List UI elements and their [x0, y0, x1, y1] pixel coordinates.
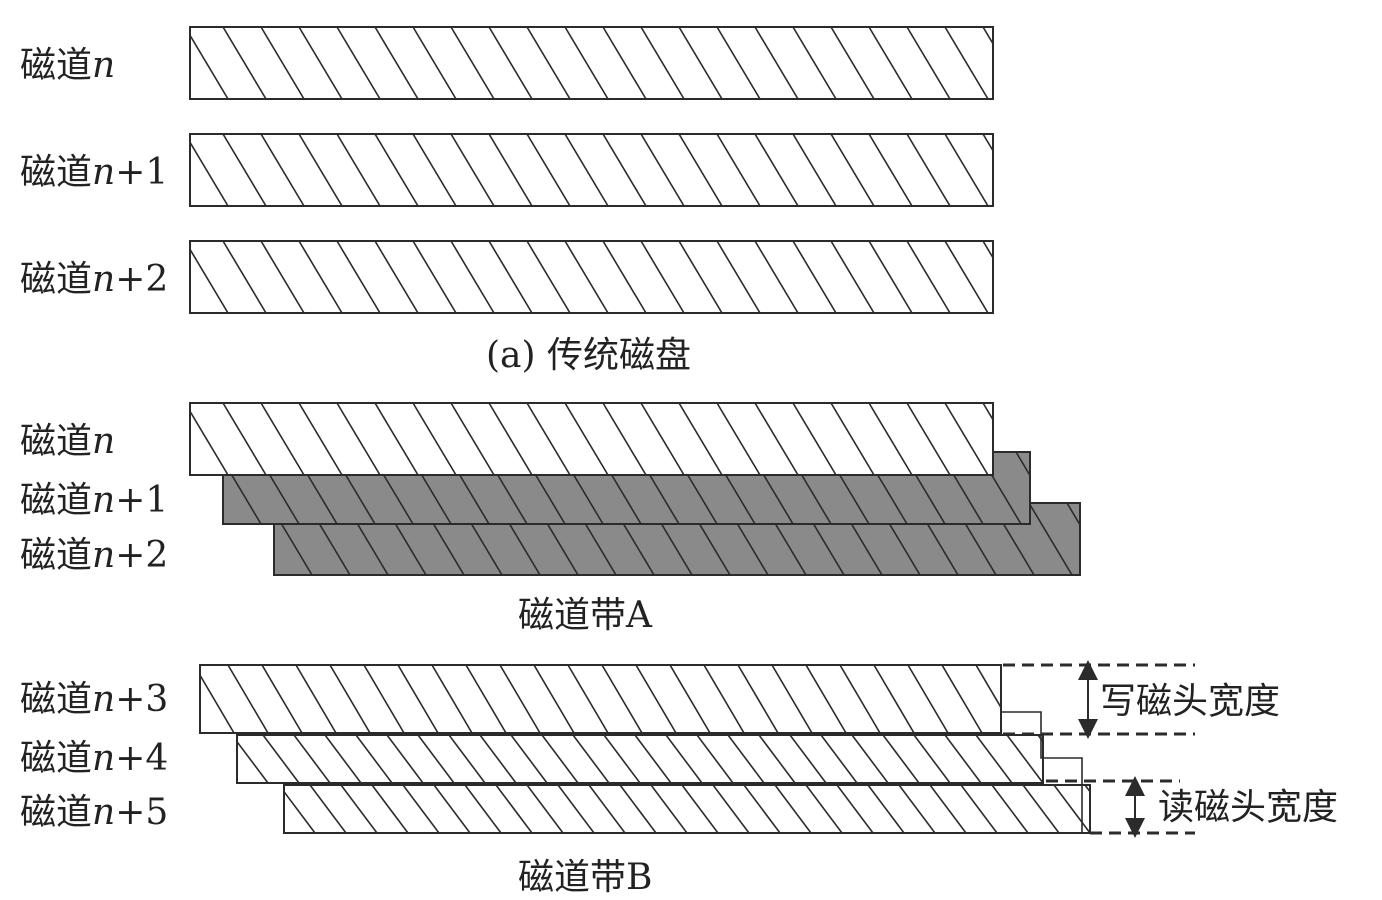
- panel-a-caption: (a) 传统磁盘: [486, 335, 691, 376]
- panel-a-track-label: 磁道n: [20, 45, 116, 86]
- overlap-step-outline: [1001, 711, 1083, 833]
- panel-a-track-label: 磁道n+2: [20, 259, 169, 300]
- hatch-lines: [284, 785, 1090, 833]
- hatch-lines: [190, 241, 993, 313]
- annotation-layer: [1001, 660, 1195, 838]
- track-rect: [189, 26, 994, 100]
- hatch-lines: [190, 27, 993, 99]
- write-head-width-label: 写磁头宽度: [1100, 681, 1281, 722]
- band-a-track-label: 磁道n: [20, 421, 116, 462]
- band-a-caption: 磁道带A: [518, 595, 652, 636]
- hatch-lines: [190, 403, 993, 475]
- track-rect: [283, 784, 1091, 834]
- band-a-track-label: 磁道n+2: [20, 535, 169, 576]
- panel-a-track-label: 磁道n+1: [20, 152, 169, 193]
- track-rect: [189, 402, 994, 476]
- band-b-track-label: 磁道n+5: [20, 792, 169, 833]
- band-b-caption: 磁道带B: [518, 857, 653, 898]
- band-a-track-label: 磁道n+1: [20, 480, 169, 521]
- hatch-lines: [190, 134, 993, 206]
- track-rect: [199, 664, 1002, 734]
- track-rect: [189, 240, 994, 314]
- band-b-track-label: 磁道n+3: [20, 679, 169, 720]
- track-rect: [189, 133, 994, 207]
- read-head-width-label: 读磁头宽度: [1158, 787, 1339, 828]
- tracks-layer: [189, 26, 1091, 834]
- hatch-lines: [237, 735, 1043, 783]
- hatch-lines: [200, 665, 1001, 733]
- track-rect: [236, 734, 1044, 784]
- band-b-track-label: 磁道n+4: [20, 738, 169, 779]
